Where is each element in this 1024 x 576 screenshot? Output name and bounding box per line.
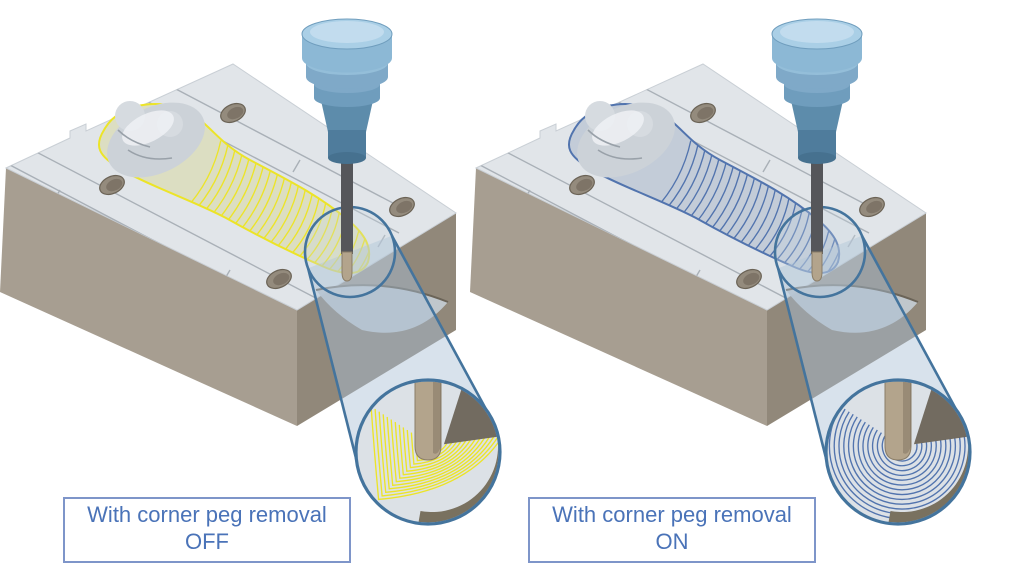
machined-cavity <box>97 101 371 274</box>
tool-tip <box>811 251 823 282</box>
detail-floor <box>882 428 969 523</box>
caption-off-state: OFF <box>185 528 229 554</box>
block-front-face <box>470 168 767 426</box>
caption-off: With corner peg removal OFF <box>63 497 351 563</box>
detail-toolpath-lines <box>828 406 969 520</box>
caption-on: With corner peg removal ON <box>528 497 816 563</box>
magnifier-detail-circle <box>354 378 502 526</box>
spindle-tool <box>301 18 393 282</box>
counterbore-holes <box>569 102 885 290</box>
counterbore-holes <box>99 102 415 290</box>
caption-on-state: ON <box>655 528 689 554</box>
section-cut-edge <box>785 284 919 303</box>
detail-tool-tip <box>414 381 442 461</box>
tool-shaft <box>341 150 353 254</box>
detail-floor <box>412 428 499 523</box>
spindle-tool <box>771 18 863 282</box>
panel-corner-peg-removal-off: With corner peg removal OFF <box>0 18 502 563</box>
tool-shaft <box>811 150 823 254</box>
block-front-face <box>0 168 297 426</box>
bone-core <box>107 101 205 178</box>
machined-cavity <box>567 101 841 274</box>
caption-off-line1: With corner peg removal <box>87 502 327 527</box>
panel-corner-peg-removal-on: With corner peg removal ON <box>470 0 982 576</box>
scene-on <box>470 18 972 526</box>
section-cut-edge <box>315 284 449 303</box>
bone-core <box>577 101 675 178</box>
detail-toolpath-lines <box>370 406 499 501</box>
scene-off <box>0 18 502 526</box>
detail-tool-tip <box>884 381 912 461</box>
caption-on-line1: With corner peg removal <box>552 502 792 527</box>
tool-tip <box>341 251 353 282</box>
magnifier-detail-circle <box>824 378 972 526</box>
magnifier-detail <box>824 378 972 526</box>
